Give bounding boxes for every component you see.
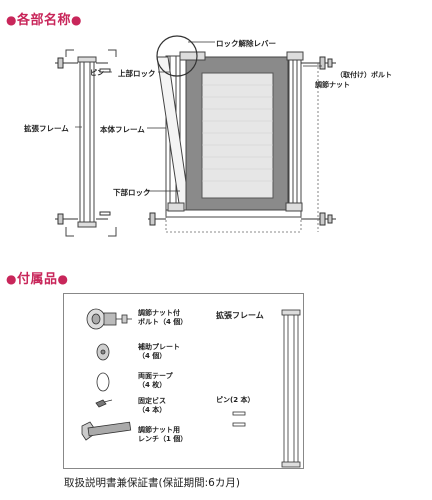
pin-icon [99,68,111,216]
manual-warranty-text: 取扱説明書兼保証書(保証期間:6カ月) [64,477,240,489]
label-aux-plate-name: 補助プレート [138,343,180,351]
label-screw-name: 固定ビス [138,397,166,405]
label-adjust-nut-bolt: 調節ナット付 ボルト（4 個） [138,309,187,327]
accessories-title-text: 付属品 [16,272,58,287]
label-screw-qty: （4 本） [138,406,167,414]
marker-icon: ● [6,272,17,286]
bolt-icon [55,57,108,225]
extension-frame-drawing [65,49,117,237]
adjust-nut-bolt-icon [86,308,132,330]
label-accessory-pins: ピン(2 本） [216,396,255,404]
label-bolt-mounting: （取付け）ボルト [336,71,392,79]
label-screw: 固定ビス （4 本） [138,397,166,415]
marker-icon: ● [57,272,69,286]
extension-frame-drawing-accessory [281,309,301,468]
label-wrench-qty: レンチ（1 個） [138,435,188,443]
label-adjust-nut-bolt-name: 調節ナット付 [138,309,180,317]
label-adjust-nut: 調節ナット [315,81,350,89]
wrench-icon [81,421,132,441]
label-upper-lock: 上部ロック [118,69,156,78]
pin-icon [232,411,246,427]
label-extension-frame: 拡張フレーム [24,124,69,133]
label-pin: ピン [90,69,104,77]
accessories-section-title: ●付属品● [6,268,68,287]
label-accessory-extension-frame: 拡張フレーム [216,311,264,320]
aux-plate-icon [96,343,110,361]
marker-icon: ● [71,13,82,27]
label-aux-plate-qty: （4 個） [138,352,167,360]
label-wrench-name: 調節ナット用 [138,426,180,434]
label-lock-release-lever: ロック解除レバー [216,39,276,48]
label-tape-name: 両面テープ [138,372,173,380]
marker-icon: ● [6,13,17,27]
label-body-frame: 本体フレーム [100,125,145,134]
parts-section-title: ●各部名称● [6,9,82,28]
label-adjust-nut-bolt-qty: ボルト（4 個） [138,318,188,326]
label-wrench: 調節ナット用 レンチ（1 個） [138,426,187,444]
bolt-icon [148,56,336,226]
label-lower-lock: 下部ロック [113,188,151,197]
label-tape: 両面テープ （4 枚） [138,372,173,390]
parts-title-text: 各部名称 [16,13,71,28]
screw-icon [95,399,113,408]
gate-body-drawing [156,51,304,218]
accessories-box [63,293,304,469]
label-tape-qty: （4 枚） [138,381,167,389]
label-aux-plate: 補助プレート （4 個） [138,343,180,361]
magnifier-circle-icon [156,35,198,77]
tape-icon [96,372,110,392]
